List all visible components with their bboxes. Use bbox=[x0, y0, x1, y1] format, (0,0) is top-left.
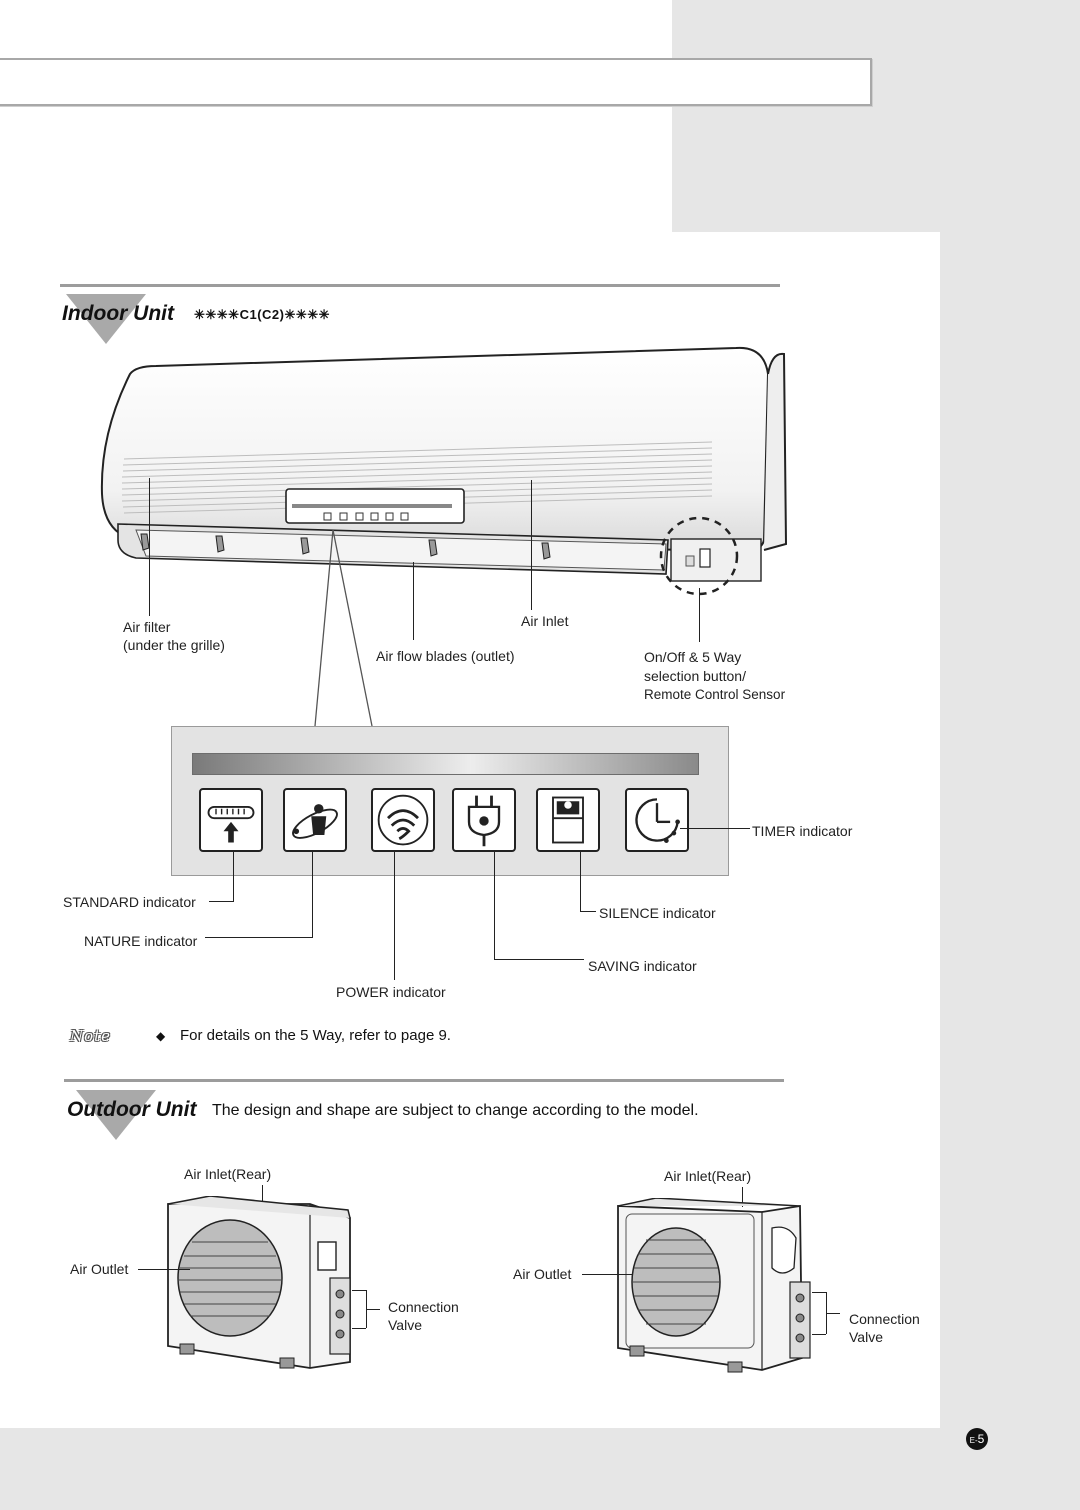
nature-indicator-label: NATURE indicator bbox=[84, 933, 198, 949]
air-inlet-leader bbox=[531, 480, 532, 610]
indoor-unit-illustration bbox=[100, 346, 788, 596]
page-number-badge: E-5 bbox=[966, 1428, 988, 1450]
air-inlet-label: Air Inlet bbox=[521, 613, 569, 629]
outdoor-section-rule bbox=[64, 1079, 784, 1082]
silence-indicator-label: SILENCE indicator bbox=[599, 905, 716, 921]
left-air-outlet-leader bbox=[138, 1269, 190, 1270]
outdoor-section-marker bbox=[76, 1090, 156, 1140]
right-outdoor-unit-illustration bbox=[617, 1198, 811, 1373]
standard-indicator-label: STANDARD indicator bbox=[63, 894, 196, 910]
side-panel-top bbox=[672, 0, 1080, 232]
right-connection-bracket-top bbox=[812, 1292, 826, 1293]
right-connection-label: Connection bbox=[849, 1311, 920, 1327]
display-strip bbox=[192, 753, 699, 775]
left-connection-leader bbox=[366, 1309, 380, 1310]
timer-indicator-icon bbox=[625, 788, 689, 852]
onoff-leader bbox=[699, 588, 700, 642]
left-air-inlet-leader bbox=[262, 1185, 263, 1205]
indoor-section-marker bbox=[66, 294, 146, 344]
page-prefix: E- bbox=[969, 1436, 978, 1445]
right-air-outlet-leader bbox=[582, 1274, 632, 1275]
onoff-label-line2: selection button/ bbox=[644, 668, 746, 684]
left-air-inlet-label: Air Inlet(Rear) bbox=[184, 1166, 272, 1182]
note-bullet-icon: ◆ bbox=[156, 1029, 166, 1043]
timer-indicator-label: TIMER indicator bbox=[752, 823, 853, 839]
standard-leader-v bbox=[233, 852, 234, 902]
note-label: Note bbox=[70, 1027, 112, 1045]
left-connection-bracket-bottom bbox=[352, 1328, 366, 1329]
timer-leader bbox=[680, 828, 750, 829]
nature-leader-h bbox=[205, 937, 313, 938]
air-filter-leader bbox=[149, 478, 150, 616]
indoor-unit-title: Indoor Unit bbox=[62, 302, 174, 325]
page-number: 5 bbox=[977, 1432, 985, 1446]
onoff-label-line3: Remote Control Sensor bbox=[644, 687, 786, 702]
left-air-outlet-label: Air Outlet bbox=[70, 1261, 129, 1277]
footer-band bbox=[0, 1428, 1080, 1510]
left-connection-bracket-top bbox=[352, 1290, 366, 1291]
left-valve-label: Valve bbox=[388, 1317, 422, 1333]
outdoor-description: The design and shape are subject to chan… bbox=[212, 1102, 699, 1119]
power-indicator-icon bbox=[371, 788, 435, 852]
onoff-label-line1: On/Off & 5 Way bbox=[644, 649, 742, 665]
zoom-wedge bbox=[314, 529, 373, 727]
saving-leader-h bbox=[494, 959, 584, 960]
air-filter-label: Air filter bbox=[123, 619, 171, 635]
left-outdoor-unit-illustration bbox=[167, 1196, 351, 1369]
right-air-outlet-label: Air Outlet bbox=[513, 1266, 572, 1282]
side-panel-right bbox=[940, 232, 1080, 1510]
power-indicator-label: POWER indicator bbox=[336, 984, 446, 1000]
nature-leader-v bbox=[312, 852, 313, 938]
right-connection-leader bbox=[826, 1313, 840, 1314]
saving-indicator-icon bbox=[452, 788, 516, 852]
saving-indicator-label: SAVING indicator bbox=[588, 958, 697, 974]
model-code: ✳✳✳✳C1(C2)✳✳✳✳ bbox=[194, 307, 331, 322]
standard-leader-h bbox=[209, 901, 234, 902]
outdoor-unit-title: Outdoor Unit bbox=[67, 1098, 197, 1121]
right-air-inlet-leader bbox=[742, 1187, 743, 1207]
right-connection-bracket-bottom bbox=[812, 1334, 826, 1335]
nature-indicator-icon bbox=[283, 788, 347, 852]
left-connection-label: Connection bbox=[388, 1299, 459, 1315]
right-air-inlet-label: Air Inlet(Rear) bbox=[664, 1168, 752, 1184]
air-filter-sublabel: (under the grille) bbox=[123, 637, 225, 653]
standard-indicator-icon bbox=[199, 788, 263, 852]
power-leader bbox=[394, 852, 395, 980]
saving-leader-v bbox=[494, 852, 495, 960]
air-flow-blades-leader bbox=[413, 562, 414, 640]
silence-indicator-icon bbox=[536, 788, 600, 852]
air-flow-blades-label: Air flow blades (outlet) bbox=[376, 648, 515, 664]
note-text: For details on the 5 Way, refer to page … bbox=[180, 1027, 451, 1044]
right-valve-label: Valve bbox=[849, 1329, 883, 1345]
indoor-section-rule bbox=[60, 284, 780, 287]
silence-leader-h bbox=[580, 911, 596, 912]
chapter-title-box bbox=[0, 58, 872, 106]
silence-leader-v bbox=[580, 852, 581, 912]
